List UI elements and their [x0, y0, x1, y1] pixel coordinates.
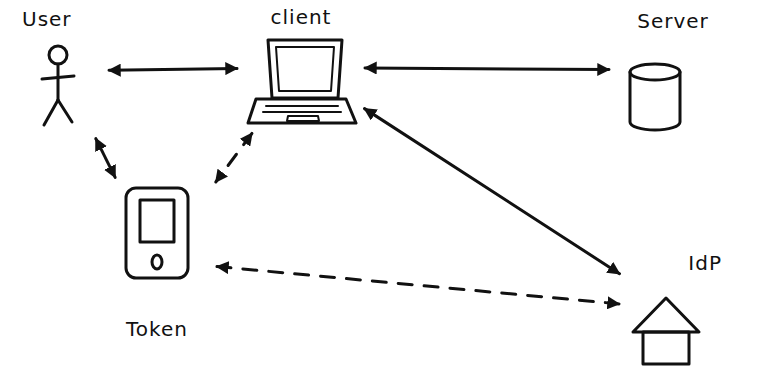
- user-figure: [42, 46, 74, 125]
- solid-arrow: [109, 68, 237, 70]
- node-label: Server: [637, 10, 709, 32]
- solid-arrow: [365, 109, 620, 274]
- node-label: User: [22, 8, 72, 30]
- idp-house: IdP: [622, 250, 726, 368]
- node-label: client: [271, 6, 332, 28]
- solid-arrow: [365, 68, 609, 70]
- client-laptop: client: [240, 4, 362, 131]
- server-cylinder: [630, 64, 680, 130]
- dashed-arrow: [216, 133, 252, 182]
- token-device: Token: [100, 180, 214, 342]
- phone-token-icon: [126, 188, 188, 278]
- dashed-arrow: [217, 267, 619, 304]
- house-icon: [633, 298, 699, 364]
- actor-figure: User: [18, 6, 106, 136]
- solid-arrow: [96, 139, 115, 178]
- server-store: Server: [612, 8, 734, 132]
- laptop-icon: [248, 40, 356, 123]
- node-label: Token: [126, 318, 188, 340]
- node-label: IdP: [688, 252, 722, 274]
